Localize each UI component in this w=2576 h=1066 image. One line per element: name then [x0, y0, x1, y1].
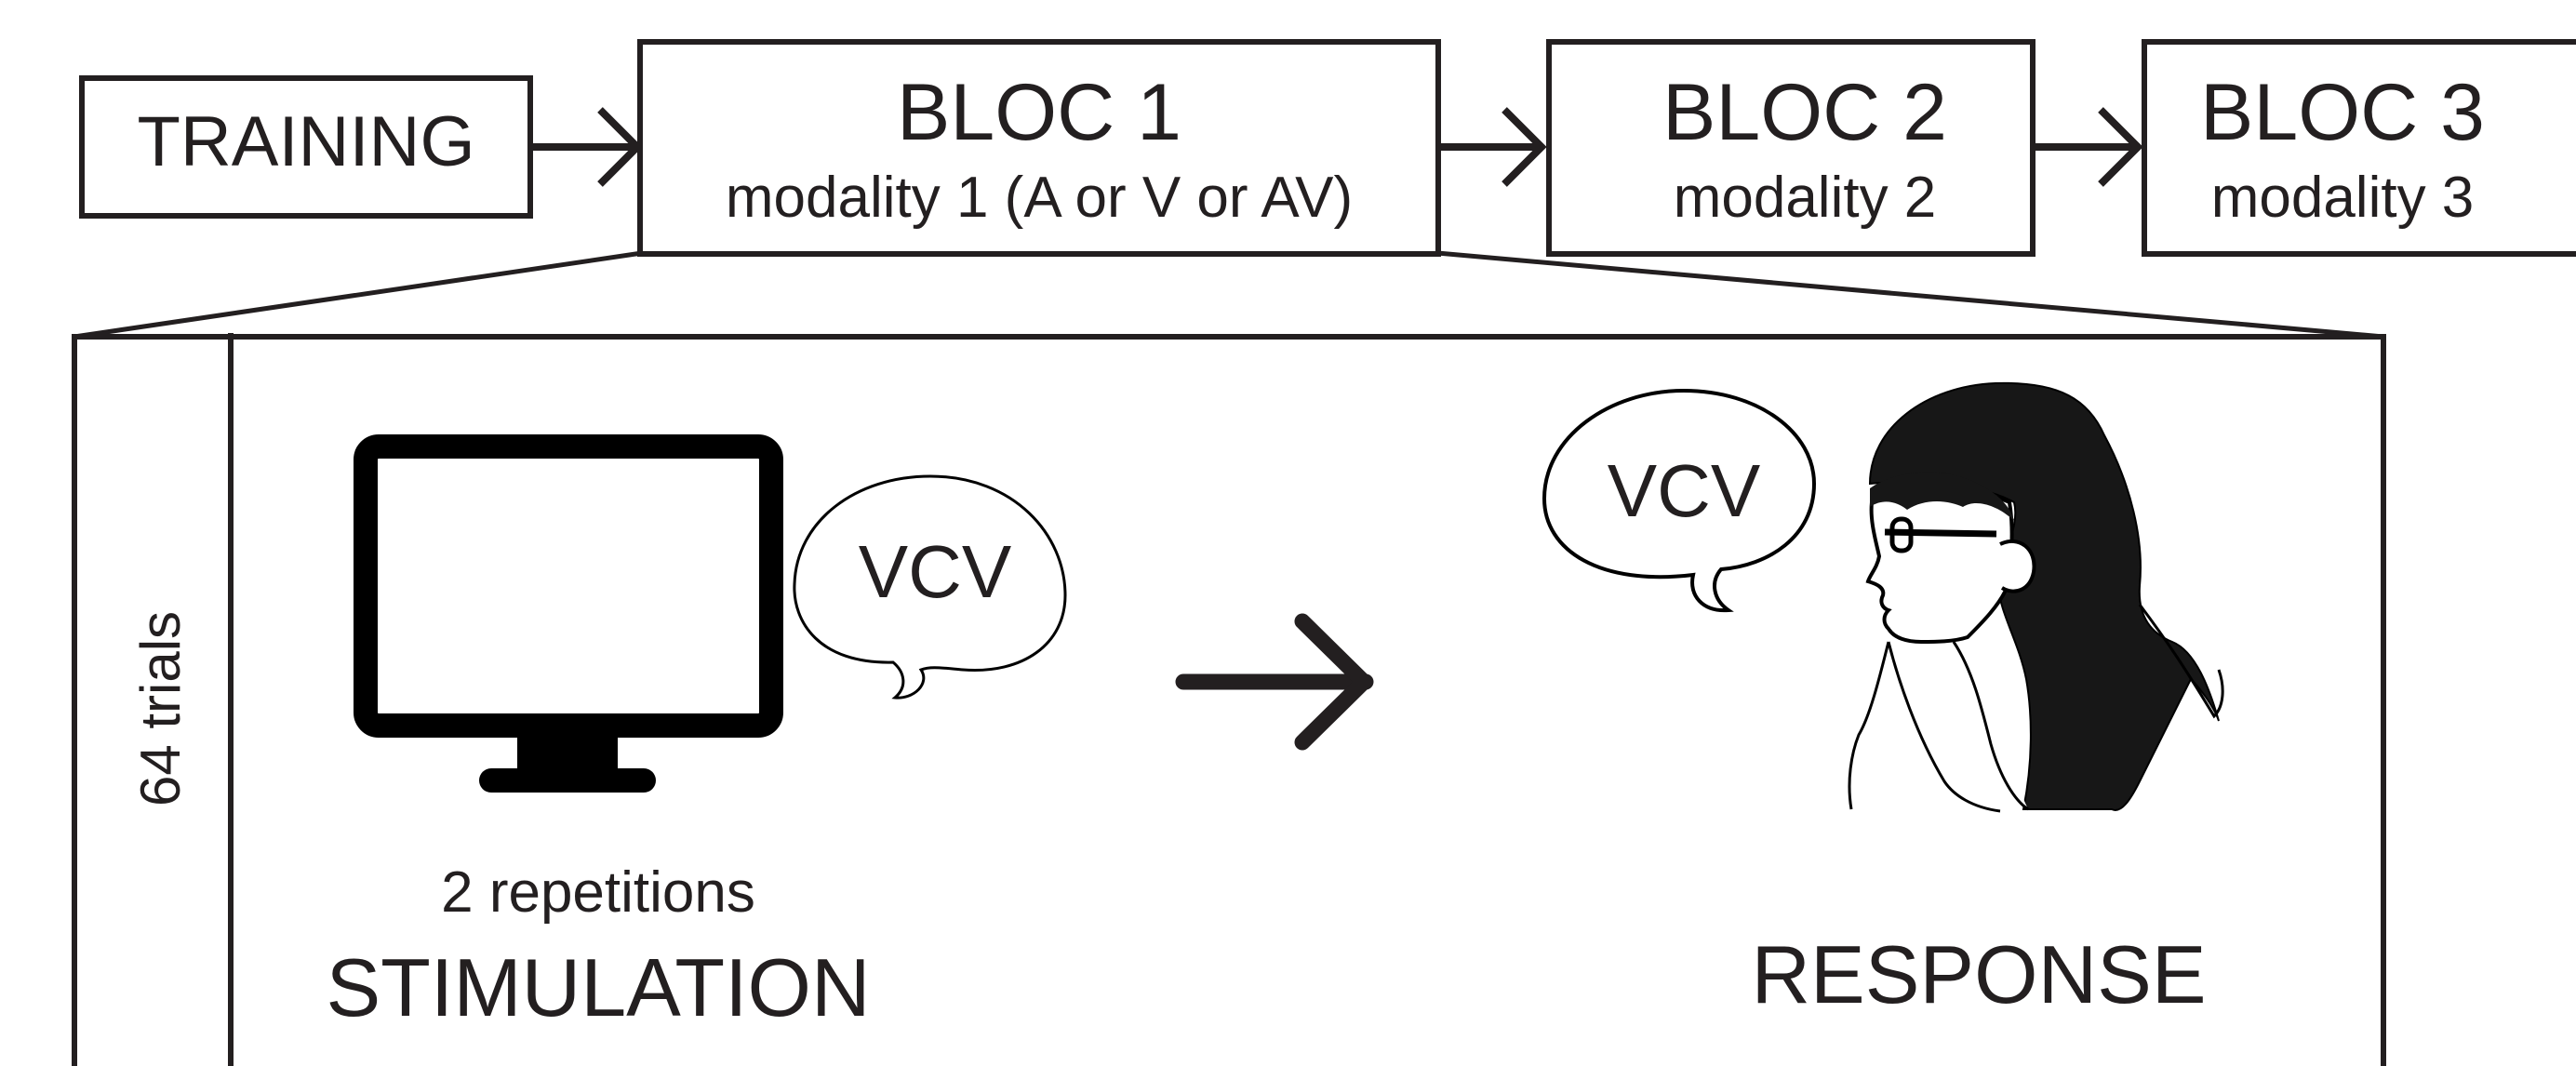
response-label: RESPONSE — [1751, 928, 2206, 1020]
stage-bloc-2-subtitle: modality 2 — [1674, 166, 1937, 230]
stage-bloc-3-box — [2142, 39, 2576, 257]
stimulation-label: STIMULATION — [326, 941, 870, 1033]
flow-arrow-1 — [533, 107, 643, 187]
flow-arrow-2 — [1440, 107, 1547, 187]
stimulation-speech-text: VCV — [859, 530, 1012, 613]
stage-bloc-1-title: BLOC 1 — [897, 68, 1181, 157]
stage-bloc-2-box — [1546, 39, 2035, 257]
person-speaking-icon — [1848, 381, 2224, 813]
stage-bloc-3-title: BLOC 3 — [2200, 68, 2485, 157]
response-speech-bubble: VCV — [1542, 388, 1817, 613]
stage-bloc-1-box — [637, 39, 1441, 257]
stimulation-to-response-arrow — [1175, 613, 1374, 751]
stage-bloc-2-title: BLOC 2 — [1662, 68, 1947, 157]
stage-bloc-1: BLOC 1 modality 1 (A or V or AV) — [637, 39, 1441, 257]
stage-training: TRAINING — [79, 75, 533, 219]
stage-bloc-3: BLOC 3 modality 3 — [2142, 39, 2576, 257]
monitor-icon — [354, 434, 783, 793]
zoom-lines — [73, 250, 2384, 340]
stimulation-speech-bubble: VCV — [793, 474, 1067, 700]
stage-training-title: TRAINING — [137, 102, 474, 181]
repetitions-label: 2 repetitions — [441, 860, 755, 925]
stage-bloc-3-subtitle: modality 3 — [2211, 166, 2475, 230]
trials-label: 64 trials — [129, 611, 192, 806]
stage-training-box — [79, 75, 533, 219]
trial-detail-panel: 64 trials — [72, 333, 2386, 1066]
flow-arrow-3 — [2035, 107, 2143, 187]
response-speech-text: VCV — [1608, 449, 1761, 532]
stage-bloc-2: BLOC 2 modality 2 — [1546, 39, 2035, 257]
stage-bloc-1-subtitle: modality 1 (A or V or AV) — [726, 166, 1353, 230]
